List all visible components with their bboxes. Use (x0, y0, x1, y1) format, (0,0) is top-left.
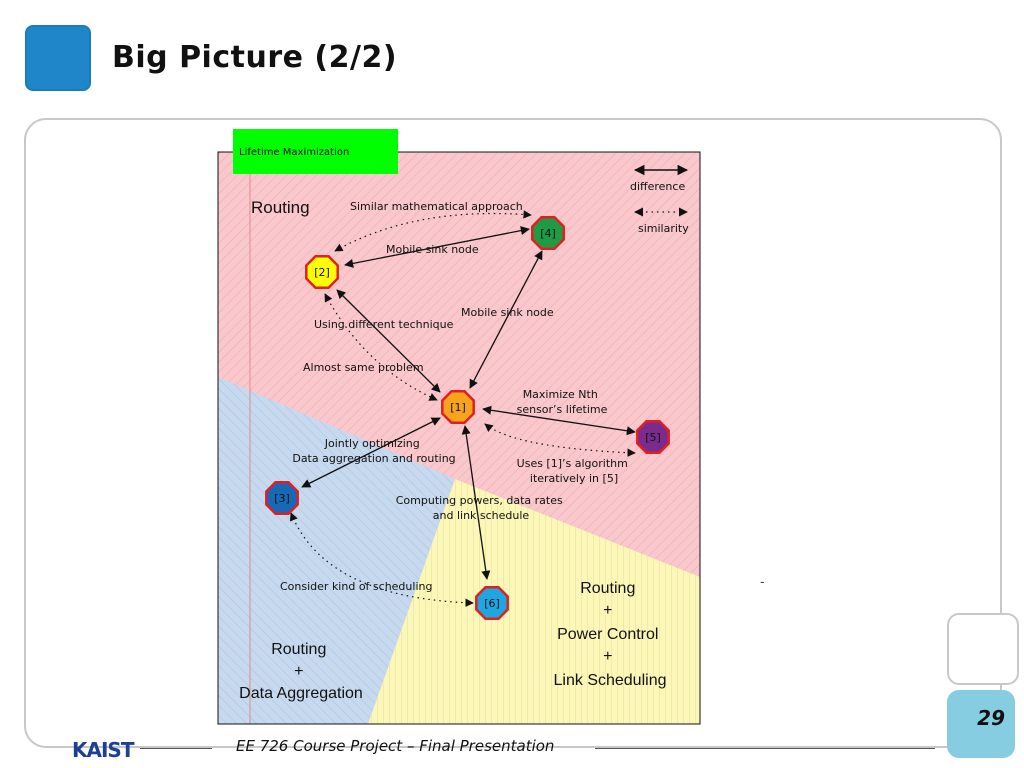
edge-label-using-different: Using different technique (314, 318, 454, 331)
lifetime-badge-label: Lifetime Maximization (239, 147, 349, 158)
node-1: [1] (441, 390, 475, 424)
edge-label-jointly: Jointly optimizing Data aggregation and … (292, 437, 455, 465)
diagram-border (217, 151, 701, 725)
side-box (947, 613, 1019, 685)
page-number: 29 (977, 706, 1005, 730)
edge-computing-line-2: and link schedule (433, 509, 530, 522)
region-pc-line-5: Link Scheduling (554, 672, 667, 689)
edge-computing-line-1: Computing powers, data rates (396, 494, 563, 507)
node-4-label: [4] (540, 227, 556, 240)
node-2-label: [2] (314, 266, 330, 279)
edge-label-consider: Consider kind of scheduling (280, 580, 432, 593)
region-aggregation-line-1: Routing (271, 641, 326, 658)
region-aggregation-line-3: Data Aggregation (239, 685, 363, 702)
edge-1-3 (301, 417, 441, 488)
node-3: [3] (265, 481, 299, 515)
region-pc-line-1: Routing (580, 580, 635, 597)
edge-maximize-line-2: sensor’s lifetime (517, 403, 608, 416)
edge-3-6-similar (289, 512, 474, 607)
footer-rule-right (595, 748, 935, 749)
edge-maximize-line-1: Maximize Nth (523, 388, 598, 401)
lifetime-diagram: Lifetime Maximization difference similar… (217, 129, 701, 725)
node-1-label: [1] (450, 401, 466, 414)
edge-label-maximize: Maximize Nth sensor’s lifetime (517, 388, 608, 416)
dash-mark: - (760, 575, 765, 590)
node-6-shape (475, 586, 509, 620)
region-pc-line-2: + (603, 602, 612, 619)
footer-caption: EE 726 Course Project – Final Presentati… (236, 737, 555, 755)
edge-2-4-similar (334, 210, 532, 252)
footer-rule-left (140, 748, 212, 749)
edge-label-mobile-sink-24: Mobile sink node (386, 243, 479, 256)
node-5-label: [5] (645, 431, 661, 444)
edge-uses-line-2: iteratively in [5] (530, 472, 618, 485)
region-pc-line-3: Power Control (557, 626, 658, 643)
page-title: Big Picture (2/2) (112, 40, 398, 75)
node-5: [5] (636, 420, 670, 454)
edge-label-mobile-sink-14: Mobile sink node (461, 306, 554, 319)
region-label-powercontrol: Routing + Power Control + Link Schedulin… (554, 580, 667, 689)
edge-label-almost-same: Almost same problem (303, 361, 424, 374)
edge-label-similar-math: Similar mathematical approach (350, 200, 523, 213)
legend-similarity-label: similarity (638, 222, 689, 235)
edge-label-computing: Computing powers, data rates and link sc… (396, 494, 566, 522)
node-4: [4] (531, 216, 565, 250)
node-5-shape (636, 420, 670, 454)
edge-1-6 (461, 425, 491, 580)
node-4-shape (531, 216, 565, 250)
edge-jointly-line-2: Data aggregation and routing (292, 452, 455, 465)
node-3-shape (265, 481, 299, 515)
edge-jointly-line-1: Jointly optimizing (324, 437, 420, 450)
node-3-label: [3] (274, 492, 290, 505)
region-label-aggregation: Routing + Data Aggregation (239, 641, 363, 702)
edge-label-uses: Uses [1]’s algorithm iteratively in [5] (517, 457, 632, 485)
node-2: [2] (305, 255, 339, 289)
edge-1-5-similar (484, 423, 636, 457)
title-accent-square (25, 25, 91, 91)
node-6-label: [6] (484, 597, 500, 610)
node-2-shape (305, 255, 339, 289)
edge-4-1 (469, 250, 543, 389)
legend-difference-label: difference (630, 180, 685, 193)
lifetime-badge (233, 129, 398, 174)
region-label-routing: Routing (251, 198, 310, 217)
page-number-box: 29 (947, 690, 1015, 758)
region-aggregation-line-2: + (294, 663, 303, 680)
node-6: [6] (475, 586, 509, 620)
edge-uses-line-1: Uses [1]’s algorithm (517, 457, 628, 470)
region-pc-line-4: + (603, 648, 612, 665)
node-1-shape (441, 390, 475, 424)
kaist-logo: KAIST (72, 738, 134, 762)
